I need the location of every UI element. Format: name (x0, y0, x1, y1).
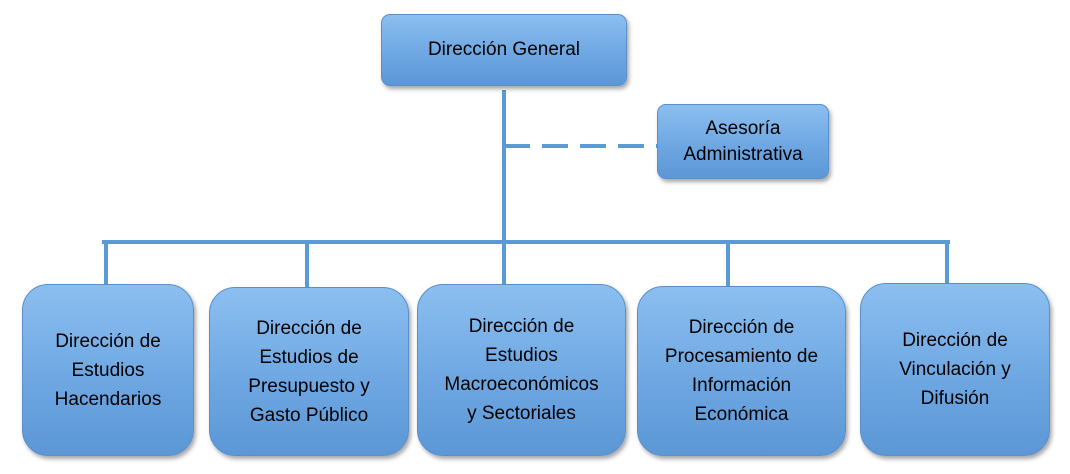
node-macroeconomicos-sectoriales: Dirección de Estudios Macroeconómicos y … (417, 284, 626, 456)
node-vinculacion-difusion: Dirección de Vinculación y Difusión (860, 283, 1050, 456)
node-label: Dirección de Vinculación y Difusión (899, 330, 1011, 409)
node-label: Dirección de Estudios Macroeconómicos y … (444, 316, 599, 424)
node-procesamiento-informacion: Dirección de Procesamiento de Informació… (637, 286, 846, 456)
node-asesoria-administrativa: Asesoría Administrativa (657, 104, 829, 179)
node-estudios-hacendarios: Dirección de Estudios Hacendarios (22, 284, 194, 456)
node-label: Dirección General (427, 39, 581, 60)
node-label: Asesoría Administrativa (683, 117, 803, 165)
node-label: Dirección de Estudios de Presupuesto y G… (248, 317, 370, 426)
node-direccion-general: Dirección General (381, 14, 627, 86)
node-label: Dirección de Estudios Hacendarios (54, 330, 162, 410)
node-label: Dirección de Procesamiento de Informació… (664, 317, 819, 425)
node-presupuesto-gasto: Dirección de Estudios de Presupuesto y G… (209, 287, 409, 456)
